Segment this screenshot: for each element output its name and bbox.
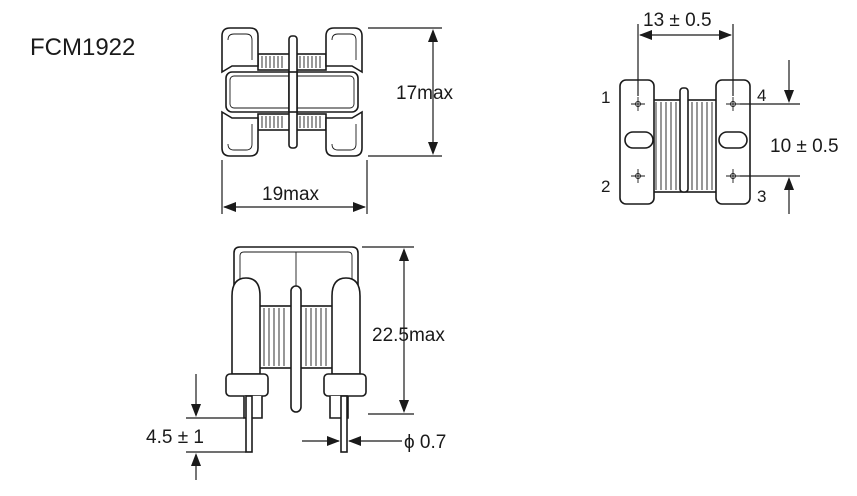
pin-pitch-label: 13 ± 0.5 — [643, 10, 712, 31]
pin-label-2: 2 — [601, 177, 610, 196]
pin-label-4: 4 — [757, 86, 766, 105]
top-view-width-label: 19max — [262, 184, 320, 205]
side-view: 22.5max 4.5 ± 1 ϕ 0.7 — [146, 246, 446, 480]
side-view-right-arm — [331, 277, 361, 375]
part-number: FCM1922 — [30, 34, 135, 61]
lead-length-label: 4.5 ± 1 — [146, 427, 204, 448]
pin-view: 1 2 3 4 13 ± 0.5 10 ± 0.5 — [601, 10, 839, 214]
top-corner-tl — [221, 27, 259, 74]
pin-crosses — [631, 97, 740, 183]
side-view-center-pin — [290, 285, 302, 413]
pin-span-label: 10 ± 0.5 — [770, 136, 839, 157]
top-view: 17max 19max — [221, 27, 454, 214]
pin-label-3: 3 — [757, 187, 766, 206]
side-view-right-lead — [340, 395, 348, 453]
top-corner-br — [325, 110, 363, 157]
side-view-height-label: 22.5max — [372, 325, 445, 346]
side-view-left-lead — [245, 395, 253, 453]
top-corner-bl — [221, 110, 259, 157]
side-view-left-arm — [231, 277, 261, 375]
top-view-height-label: 17max — [396, 83, 454, 104]
top-corner-tr — [325, 27, 363, 74]
pin-label-1: 1 — [601, 88, 610, 107]
lead-diameter-label: ϕ 0.7 — [404, 432, 446, 453]
